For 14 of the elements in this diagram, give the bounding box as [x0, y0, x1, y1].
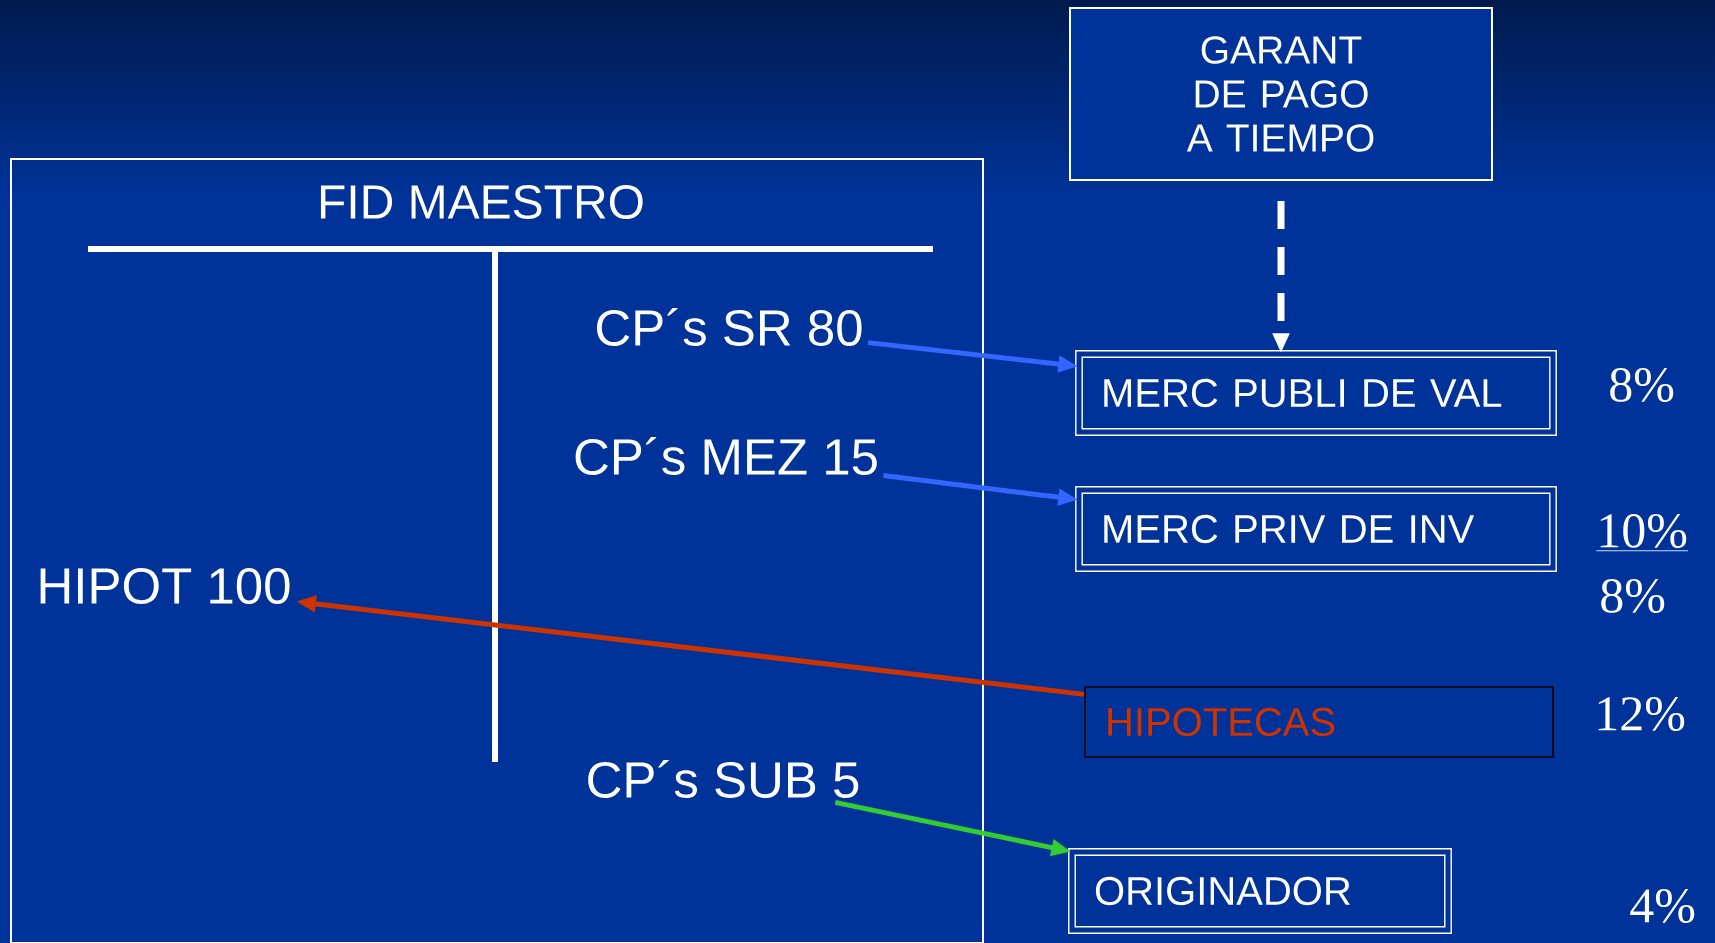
- item-text: CP´s MEZ 15: [575, 437, 877, 476]
- item-text: HIPOT 100: [40, 567, 290, 605]
- percentage-label: 4%: [1630, 889, 1695, 923]
- item-text: CP´s SUB 5: [588, 760, 859, 799]
- percentage-label: 8%: [1601, 579, 1665, 613]
- item-text: CP´s SR 80: [597, 308, 862, 347]
- market-box: MERC PUBLI DE VAL: [1075, 350, 1557, 436]
- percentage-label: 8%: [1610, 368, 1674, 402]
- percentage-label: 10%: [1595, 514, 1689, 552]
- market-box: MERC PRIV DE INV: [1075, 486, 1557, 572]
- percentage-label: 12%: [1598, 697, 1685, 731]
- guarantor-box: GARANT DE PAGO A TIEMPO: [1069, 7, 1493, 181]
- mortgage-box: HIPOTECAS: [1084, 686, 1554, 758]
- market-box: ORIGINADOR: [1068, 848, 1452, 934]
